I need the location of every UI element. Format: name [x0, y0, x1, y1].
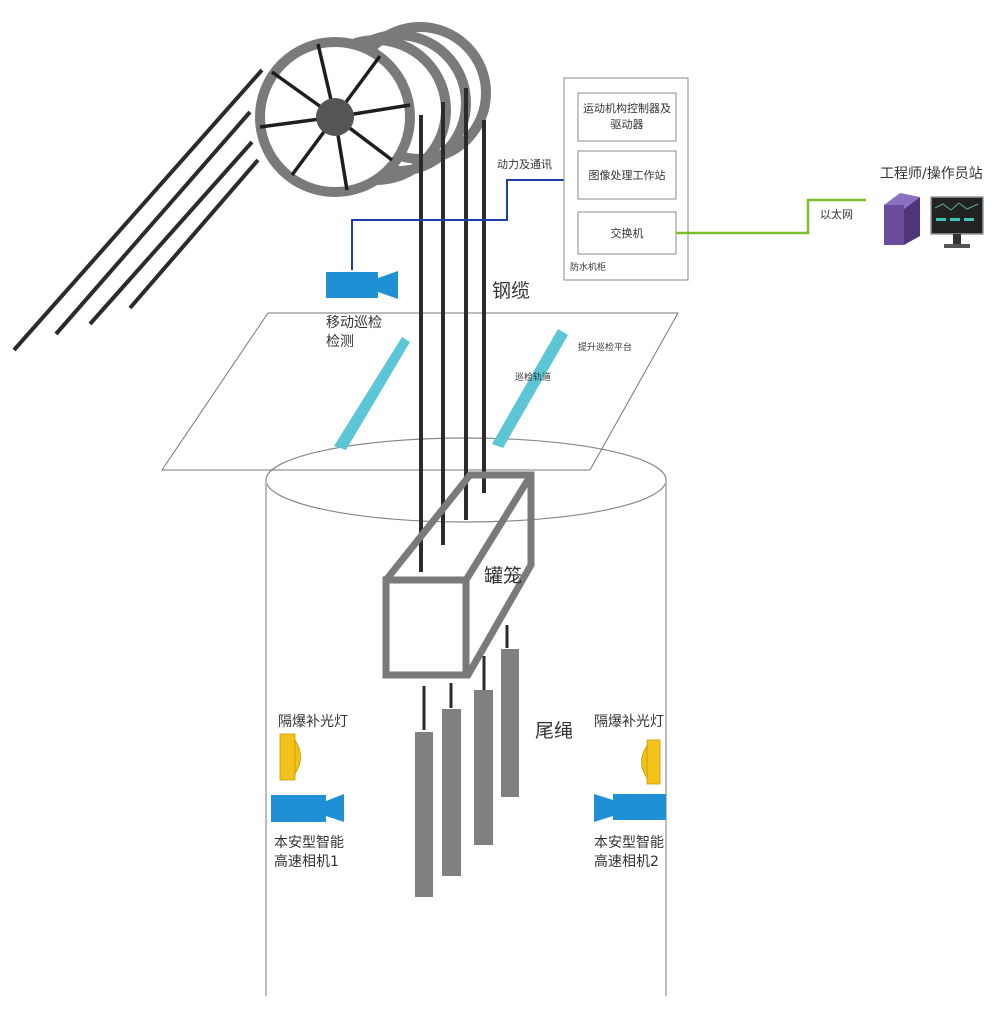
steel-cable-label: 钢缆: [492, 280, 530, 302]
camera2-label-2: 高速相机2: [594, 853, 659, 870]
power-comm-line: [351, 179, 565, 270]
mobile-camera-icon: [326, 271, 398, 299]
light-right-label: 隔爆补光灯: [594, 714, 664, 730]
inspection-track-left: [334, 337, 410, 450]
monitor-icon: [930, 196, 984, 248]
ethernet-label: 以太网: [820, 208, 853, 221]
tail-ropes: [415, 625, 519, 897]
light-left-label: 隔爆补光灯: [278, 714, 348, 730]
power-comm-label: 动力及通讯: [497, 158, 552, 171]
ethernet-line: [676, 198, 866, 235]
cabinet-module-controller-label-1: 运动机构控制器及: [583, 101, 671, 115]
camera2-label-1: 本安型智能: [594, 835, 664, 851]
cabinet-module-workstation-label: 图像处理工作站: [589, 168, 666, 182]
cage-label: 罐笼: [484, 565, 522, 587]
incoming-cables: [12, 68, 264, 352]
inspection-track-label: 巡检轨道: [515, 371, 551, 383]
cabinet-title: 防水机柜: [570, 261, 606, 273]
high-speed-camera-1-icon: [271, 794, 344, 822]
cage-front-face: [382, 576, 470, 679]
wheel-hub: [316, 98, 354, 136]
mobile-inspection-label-2: 检测: [326, 334, 354, 350]
inspection-track-right: [492, 329, 568, 448]
explosion-proof-light-right-icon: [641, 739, 661, 785]
camera1-label-2: 高速相机1: [274, 853, 339, 870]
hoist-platform-label: 提升巡检平台: [578, 341, 632, 353]
server-tower-icon: [884, 193, 920, 245]
cabinet-module-controller-label-2: 驱动器: [611, 118, 644, 131]
tail-rope-label: 尾绳: [535, 720, 573, 742]
camera1-label-1: 本安型智能: [274, 835, 344, 851]
cabinet-module-switch: [577, 211, 677, 255]
high-speed-camera-2-icon: [594, 794, 666, 822]
cabinet-module-controller: [577, 92, 677, 142]
explosion-proof-light-left-icon: [279, 733, 301, 781]
operator-station-label: 工程师/操作员站: [880, 166, 983, 182]
hoist-cables: [419, 88, 486, 572]
cabinet-module-workstation: [577, 150, 677, 200]
cabinet-module-switch-label: 交换机: [611, 226, 644, 240]
mobile-inspection-label-1: 移动巡检: [326, 315, 382, 331]
inspection-platform: [161, 312, 679, 471]
